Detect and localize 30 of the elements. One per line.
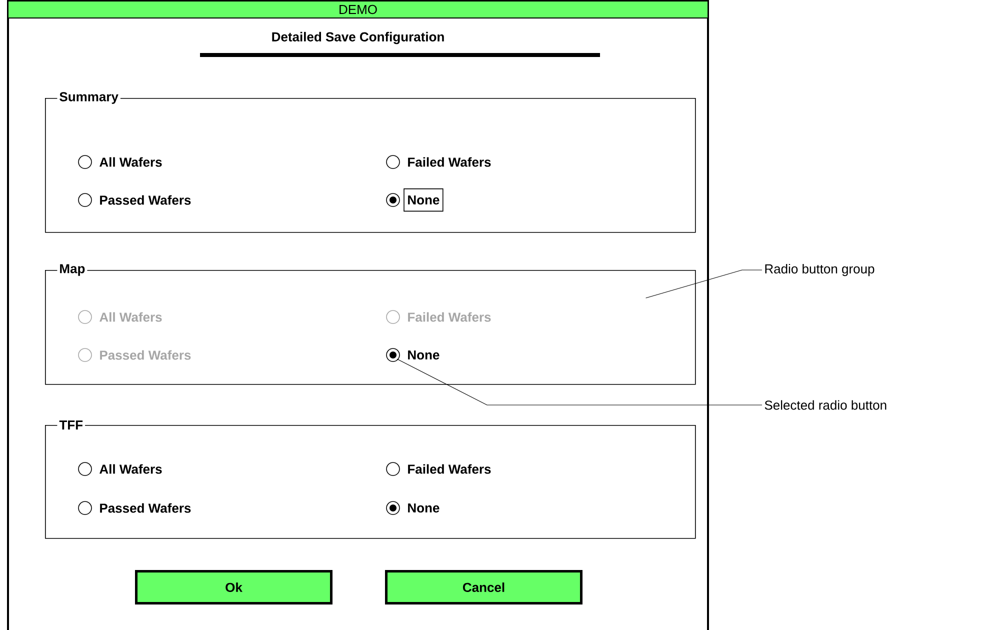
callout-text: Selected radio button bbox=[764, 400, 886, 410]
push-button: Ok bbox=[135, 570, 332, 604]
radio-button: Failed Wafers bbox=[386, 462, 491, 476]
push-button: Cancel bbox=[385, 570, 582, 604]
node-label: Failed Wafers bbox=[408, 312, 491, 322]
radio-button: None bbox=[386, 188, 444, 212]
radio-button: All Wafers bbox=[78, 310, 162, 324]
node-label: All Wafers bbox=[100, 157, 162, 167]
radio-button: None bbox=[386, 348, 440, 362]
node-label: Passed Wafers bbox=[100, 350, 191, 360]
node-label: All Wafers bbox=[100, 312, 162, 322]
callout-text: Radio button group bbox=[765, 264, 874, 276]
radio-button: All Wafers bbox=[78, 155, 162, 169]
node-label: Passed Wafers bbox=[100, 503, 191, 513]
node-label: Passed Wafers bbox=[100, 195, 191, 205]
node-label: None bbox=[408, 350, 440, 360]
radio-button: Passed Wafers bbox=[78, 348, 191, 362]
radio-button: All Wafers bbox=[78, 462, 162, 476]
radio-button: Passed Wafers bbox=[78, 193, 191, 207]
node-label: None bbox=[408, 503, 440, 513]
leader-line bbox=[396, 358, 762, 406]
heading: Detailed Save Configuration bbox=[272, 32, 444, 44]
radio-button: Failed Wafers bbox=[386, 155, 491, 169]
node-label: All Wafers bbox=[100, 464, 162, 474]
node-label: Failed Wafers bbox=[408, 157, 491, 167]
radio-button: Failed Wafers bbox=[386, 310, 491, 324]
leader-line bbox=[646, 270, 762, 298]
radio-button: Passed Wafers bbox=[78, 501, 191, 515]
node-label: Failed Wafers bbox=[408, 464, 491, 474]
radio-button: None bbox=[386, 501, 440, 515]
